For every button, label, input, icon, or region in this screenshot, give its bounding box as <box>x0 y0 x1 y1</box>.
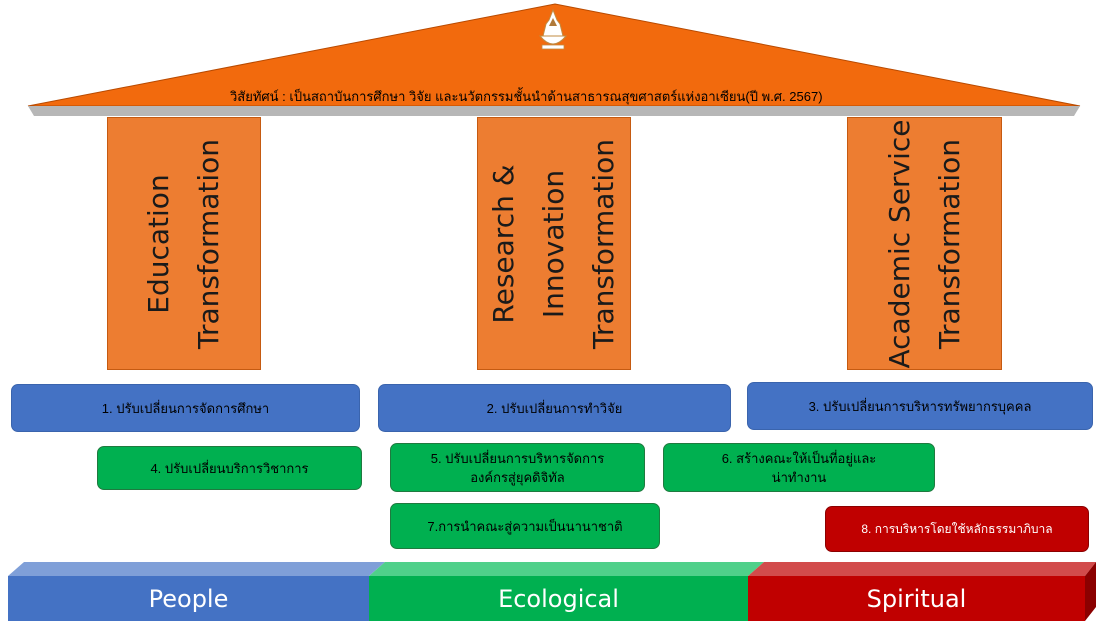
strategy-3: 3. ปรับเปลี่ยนการบริหารทรัพยากรบุคคล <box>747 382 1093 430</box>
strategy-5: 5. ปรับเปลี่ยนการบริหารจัดการ องค์กรสู่ย… <box>390 443 645 492</box>
strategy-4: 4. ปรับเปลี่ยนบริการวิชาการ <box>97 446 362 490</box>
emblem-icon <box>538 8 568 50</box>
base-ecological: Ecological <box>498 585 619 613</box>
vision-statement: วิสัยทัศน์ : เป็นสถาบันการศึกษา วิจัย แล… <box>230 89 823 104</box>
strategy-6: 6. สร้างคณะให้เป็นที่อยู่และ น่าทำงาน <box>663 443 935 492</box>
roof <box>27 3 1081 116</box>
base-spiritual: Spiritual <box>866 585 967 613</box>
pillar-education-label: Education Transformation <box>142 138 225 349</box>
pillar-education: Education Transformation <box>107 117 261 370</box>
pillar-academic-service: Academic Service Transformation <box>847 117 1002 370</box>
strategy-7: 7.การนำคณะสู่ความเป็นนานาชาติ <box>390 503 660 549</box>
pillar-academic-service-label: Academic Service Transformation <box>882 118 966 369</box>
pillar-research-label: Research & Innovation Transformation <box>487 138 620 349</box>
strategy-2: 2. ปรับเปลี่ยนการทำวิจัย <box>378 384 731 432</box>
foundation-base <box>8 562 1096 621</box>
pillar-research: Research & Innovation Transformation <box>477 117 631 370</box>
strategy-8: 8. การบริหารโดยใช้หลักธรรมาภิบาล <box>825 506 1089 552</box>
strategy-1: 1. ปรับเปลี่ยนการจัดการศึกษา <box>11 384 360 432</box>
base-people: People <box>148 585 229 613</box>
